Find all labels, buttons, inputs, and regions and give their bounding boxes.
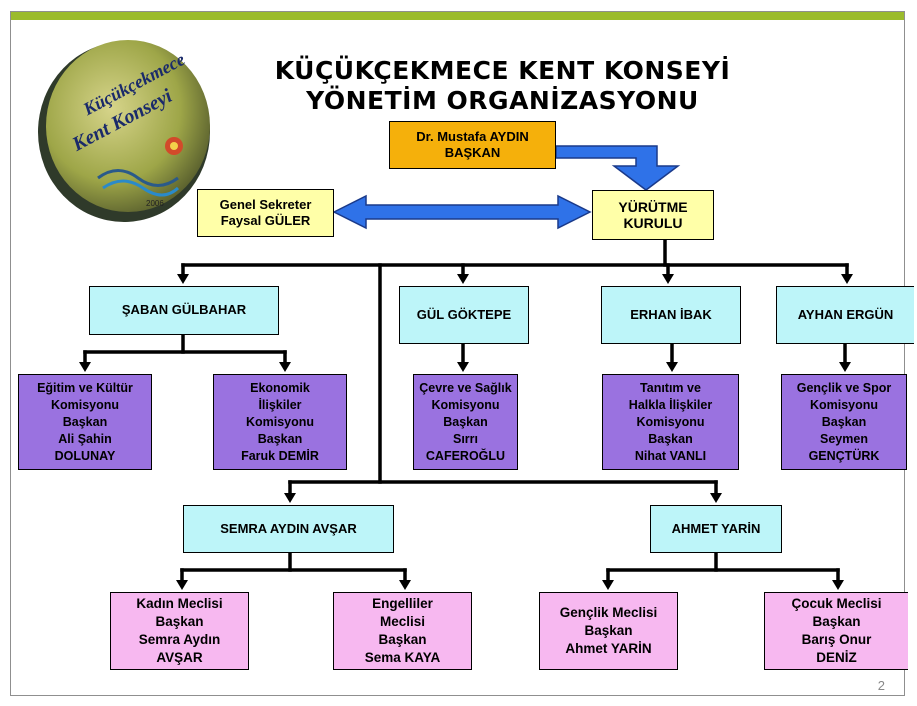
title-line-2: YÖNETİM ORGANİZASYONU xyxy=(306,86,699,115)
coordinator-erhan-ibak: ERHAN İBAK xyxy=(601,286,741,344)
secretary-double-arrow xyxy=(332,194,592,230)
slide-frame xyxy=(10,11,905,696)
page-number: 2 xyxy=(877,678,885,693)
commission-tanitim-halkla-iliskiler: Tanıtım ve Halkla İlişkiler Komisyonu Ba… xyxy=(602,374,739,470)
commission-cevre-saglik: Çevre ve Sağlık Komisyonu Başkan Sırrı C… xyxy=(413,374,518,470)
coordinator-saban-gulbahar: ŞABAN GÜLBAHAR xyxy=(89,286,279,335)
coordinator-gul-goktepe: GÜL GÖKTEPE xyxy=(399,286,529,344)
commission-ekonomik-iliskiler: Ekonomik İlişkiler Komisyonu Başkan Faru… xyxy=(213,374,347,470)
logo-year: 2006 xyxy=(146,199,164,208)
council-kadin-meclisi: Kadın Meclisi Başkan Semra Aydın AVŞAR xyxy=(110,592,249,670)
council-engelliler-meclisi: Engelliler Meclisi Başkan Sema KAYA xyxy=(333,592,472,670)
kent-konseyi-logo: Küçükçekmece Kent Konseyi 2006 xyxy=(38,40,210,222)
secretary-box: Genel Sekreter Faysal GÜLER xyxy=(197,189,334,237)
coordinator-semra-aydin-avsar: SEMRA AYDIN AVŞAR xyxy=(183,505,394,553)
executive-board-box: YÜRÜTME KURULU xyxy=(592,190,714,240)
title-line-1: KÜÇÜKÇEKMECE KENT KONSEYİ xyxy=(274,56,731,85)
coordinator-ahmet-yarin: AHMET YARİN xyxy=(650,505,782,553)
accent-bar xyxy=(11,12,904,20)
president-box: Dr. Mustafa AYDIN BAŞKAN xyxy=(389,121,556,169)
commission-genclik-spor: Gençlik ve Spor Komisyonu Başkan Seymen … xyxy=(781,374,907,470)
president-arrow xyxy=(555,145,681,191)
council-genclik-meclisi: Gençlik Meclisi Başkan Ahmet YARİN xyxy=(539,592,678,670)
coordinator-ayhan-ergun: AYHAN ERGÜN xyxy=(776,286,914,344)
council-cocuk-meclisi: Çocuk Meclisi Başkan Barış Onur DENİZ xyxy=(764,592,908,670)
commission-egitim-kultur: Eğitim ve Kültür Komisyonu Başkan Ali Şa… xyxy=(18,374,152,470)
